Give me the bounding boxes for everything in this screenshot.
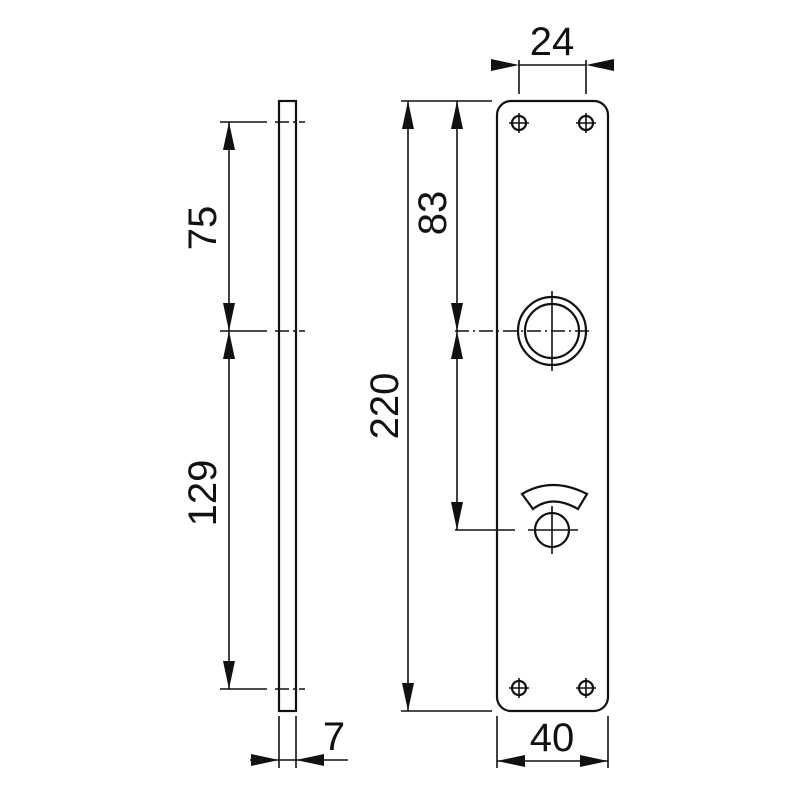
dimension-75: 75 <box>181 122 235 331</box>
dimension-handle-to-knob <box>451 331 463 530</box>
dimension-label-129: 129 <box>181 460 225 527</box>
screw-hole-top-left-icon <box>509 113 529 133</box>
dimension-7: 7 <box>250 715 348 768</box>
arrow-head-icon <box>402 683 414 711</box>
arrow-head-icon <box>580 755 608 767</box>
turn-knob-spindle-icon <box>455 506 578 554</box>
arrow-head-icon <box>451 303 463 331</box>
dimension-label-83: 83 <box>411 191 455 236</box>
side-view: 75 129 7 <box>181 99 348 768</box>
dimension-label-40: 40 <box>530 716 575 760</box>
screw-hole-bottom-right-icon <box>576 678 596 698</box>
dimension-label-75: 75 <box>181 206 225 251</box>
arrow-head-icon <box>223 122 235 150</box>
dimension-label-220: 220 <box>363 373 407 440</box>
screw-hole-bottom-left-icon <box>509 678 529 698</box>
side-plate-profile <box>277 99 298 713</box>
dimension-83: 83 <box>411 101 463 331</box>
arrow-head-icon <box>251 754 279 766</box>
dimension-label-24: 24 <box>530 20 575 64</box>
front-plate-outline <box>495 99 610 713</box>
wc-indicator-icon <box>520 484 589 511</box>
arrow-head-icon <box>223 303 235 331</box>
arrow-head-icon <box>296 754 324 766</box>
arrow-head-icon <box>402 101 414 129</box>
front-view: 220 83 24 <box>363 20 614 768</box>
arrow-head-icon <box>223 661 235 689</box>
arrow-head-icon <box>586 59 614 71</box>
screw-hole-top-right-icon <box>576 113 596 133</box>
arrow-head-icon <box>497 755 525 767</box>
arrow-head-icon <box>451 101 463 129</box>
dimension-24: 24 <box>491 20 614 94</box>
arrow-head-icon <box>451 502 463 530</box>
arrow-head-icon <box>223 331 235 359</box>
arrow-head-icon <box>451 331 463 359</box>
dimension-40: 40 <box>496 716 609 768</box>
arrow-head-icon <box>491 59 519 71</box>
handle-rose-icon <box>455 291 592 371</box>
dimension-label-7: 7 <box>323 715 345 759</box>
dimension-220: 220 <box>363 101 414 711</box>
dimension-129: 129 <box>181 331 235 689</box>
